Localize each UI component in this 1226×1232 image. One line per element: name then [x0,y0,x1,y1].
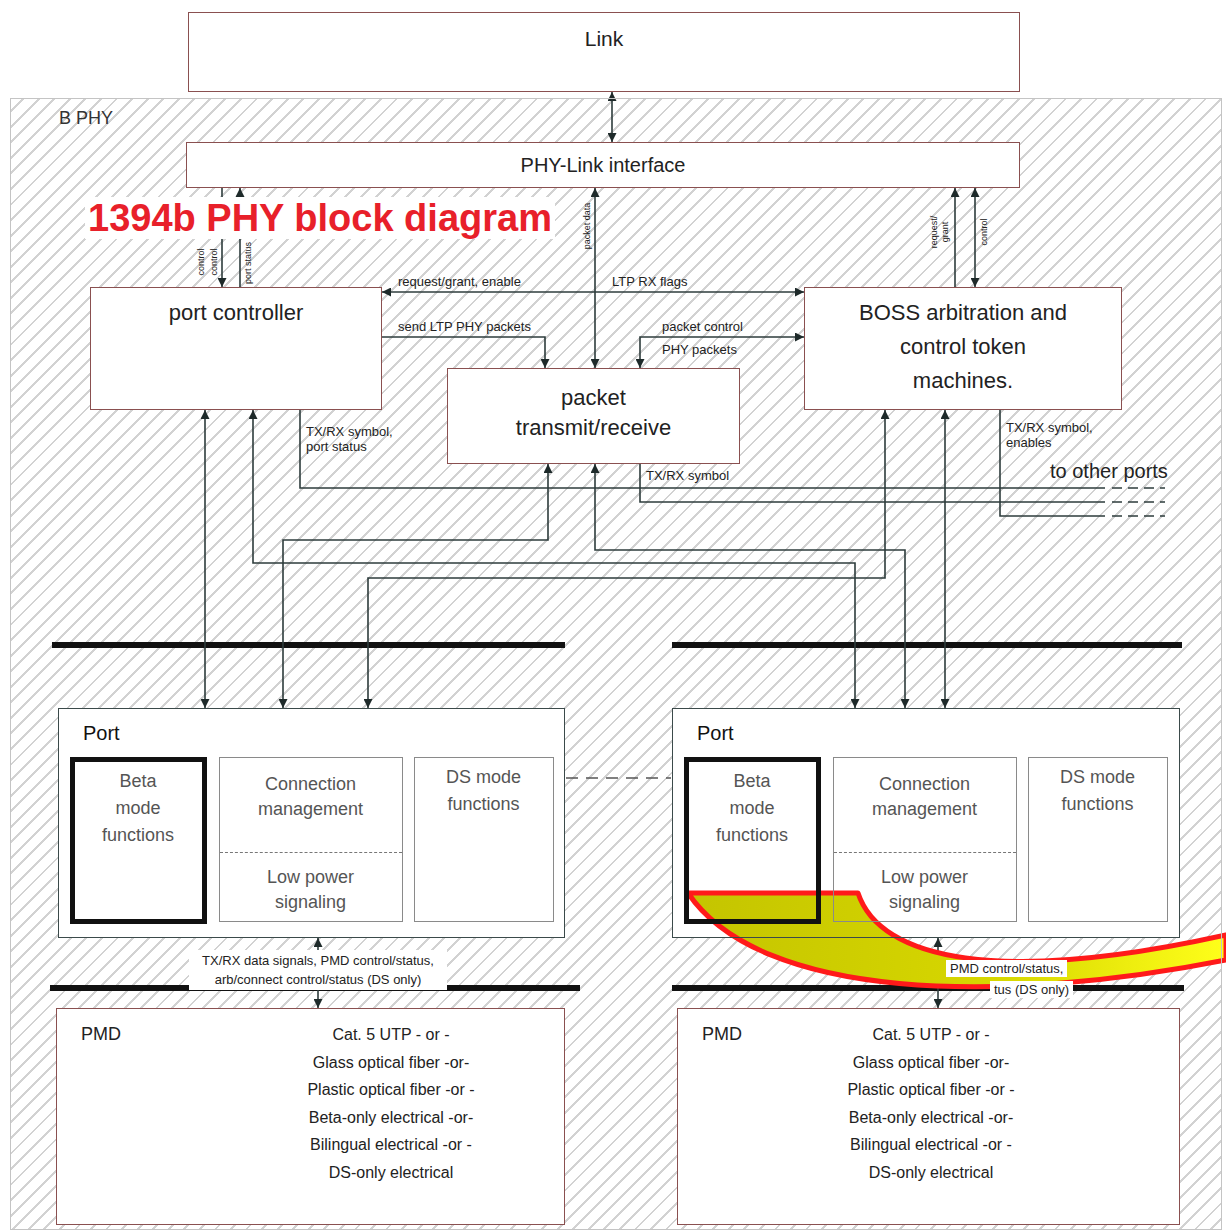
signal-label: control [979,218,990,245]
connector [611,92,613,142]
box-label: Glass optical fiber -or- [241,1049,541,1077]
box-label: Connection management [236,758,386,822]
diagram-title: 1394b PHY block diagram [85,197,555,239]
connector [974,188,976,287]
box-label: Cat. 5 UTP - or - [241,1021,541,1049]
annotation: TX/RX symbol, enables [1006,420,1101,450]
box-label: DS mode functions [434,764,534,818]
signal-label: packet data [582,203,593,250]
box-label: Beta mode functions [97,768,179,849]
other-port-dashes [1112,488,1165,516]
signal-label: TX/RX data signals, PMD control/status, … [189,950,447,990]
box-label: Connection management [850,758,1000,822]
connector [594,188,596,368]
arbitration-box: BOSS arbitration and control token machi… [804,287,1122,410]
box-label: Beta mode functions [711,768,793,849]
box-label: Cat. 5 UTP - or - [781,1021,1081,1049]
box-label: DS-only electrical [781,1159,1081,1187]
box-label: packet transmit/receive [506,383,681,443]
function-box: DS mode functions [1028,757,1168,922]
pmd-box: PMD Cat. 5 UTP - or -Glass optical fiber … [677,1008,1180,1225]
box-label: Bilingual electrical -or - [781,1131,1081,1159]
connector [640,337,804,368]
port-continuation [566,777,671,779]
box-label: PMD [702,1021,742,1049]
layer-bar [672,642,1182,648]
annotation: TX/RX symbol [646,468,729,483]
box-label: Port [697,721,1179,745]
box-label: Link [189,27,1019,51]
layer-bar [52,642,565,648]
annotation: TX/RX symbol, port status [306,424,401,454]
box-label: Port [83,721,564,745]
annotation: PHY packets [662,342,737,357]
box-label: Beta-only electrical -or- [241,1104,541,1132]
connector [954,188,956,287]
signal-label: packet control [662,319,743,334]
box-label: port controller [91,296,381,330]
other-port-wire [640,464,1105,502]
signal-label: request/grant, enable [398,274,521,289]
signal-label: control [209,248,220,275]
interface-box: PHY-Link interface [186,142,1020,188]
box-label: Bilingual electrical -or - [241,1131,541,1159]
function-box: Beta mode functions [70,757,207,924]
connector [283,464,548,708]
annotation: LTP RX flags [612,274,687,289]
box-label: DS mode functions [1048,764,1148,818]
function-box: Connection managementLow power signaling [219,757,403,922]
box-label: BOSS arbitration and control token machi… [852,296,1074,398]
signal-label: send LTP PHY packets [398,319,531,334]
box-label: PMD [81,1021,121,1049]
function-box: Connection managementLow power signaling [833,757,1017,922]
transceiver-box: packet transmit/receive [447,368,740,464]
box-label: Low power signaling [834,852,1016,921]
box-label: Plastic optical fiber -or - [241,1076,541,1104]
annotation: tus (DS only) [990,981,1073,998]
box-label: Beta-only electrical -or- [781,1104,1081,1132]
pmd-box: PMD Cat. 5 UTP - or -Glass optical fiber … [56,1008,565,1225]
box-label: DS-only electrical [241,1159,541,1187]
link-box: Link [188,12,1020,92]
port-box: PortBeta mode functions Connection manage… [58,708,565,938]
box-label: Glass optical fiber -or- [781,1049,1081,1077]
box-label: Plastic optical fiber -or - [781,1076,1081,1104]
signal-label: request/ grant [929,214,951,250]
signal-label: port status [243,242,254,284]
connector [595,464,905,708]
connector [944,410,946,708]
annotation: PMD control/status, [946,960,1067,977]
function-box: DS mode functions [414,757,554,922]
annotation: control [196,248,207,275]
function-box: Beta mode functions [684,757,821,924]
box-label: Low power signaling [220,852,402,921]
phy-region: B PHY PHY-Link interface port controller pa… [10,98,1222,1230]
connector [382,337,545,368]
connector [382,291,804,293]
box-label: B PHY [59,107,1221,129]
connector [204,410,206,708]
annotation: to other ports [1050,460,1168,483]
port-box: PortBeta mode functions Connection manage… [672,708,1180,938]
controller-box: port controller [90,287,382,410]
box-label: PHY-Link interface [187,153,1019,177]
